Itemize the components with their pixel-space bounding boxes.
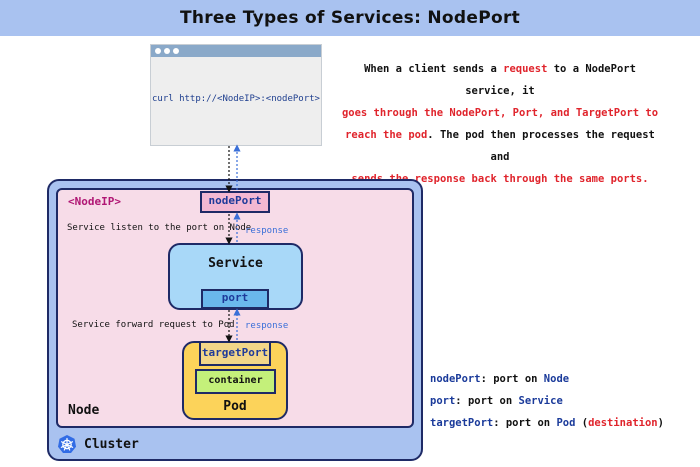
desc-highlight-reach-pod: reach the pod [345,129,428,141]
response-label-top: response [245,226,289,236]
desc-line1c: to a NodePort service, it [465,63,636,97]
legend-destination: destination [588,417,658,429]
legend-item-nodeport: nodePort: port on Node [430,373,569,385]
desc-line1a: When a client sends a [364,63,504,75]
legend-sep: : port on [480,373,544,385]
desc-line2: goes through the NodePort, Port, and Tar… [341,107,659,119]
desc-line3b: . The pod then processes the request and [427,129,655,163]
kubernetes-helm-icon [58,435,76,453]
port-box [201,289,269,309]
legend-sep: : port on [493,417,557,429]
legend-key: targetPort [430,417,494,429]
service-label: Service [208,256,263,271]
window-dot-icon [155,48,161,54]
page-title: Three Types of Services: NodePort [179,8,521,28]
pod-label: Pod [223,399,247,414]
header-bar [0,0,700,36]
nodeport-label: nodePort [208,194,262,207]
legend-target: Service [518,395,563,407]
description-text: When a client sends a request to a NodeP… [340,58,660,190]
port-label: port [221,291,249,304]
desc-highlight-request: request [503,63,548,75]
legend-key: nodePort [430,373,481,385]
container-label: container [208,375,263,386]
legend-item-port: port: port on Service [430,395,563,407]
browser-title-bar [151,45,321,57]
caption-service-listen: Service listen to the port on Node [67,223,252,233]
legend-paren-open: ( [575,417,589,429]
targetport-box [199,341,271,366]
legend-sep: : port on [455,395,519,407]
legend-target: Pod [556,417,576,429]
legend-target: Node [543,373,570,385]
window-dot-icon [173,48,179,54]
legend-key: port [430,395,456,407]
nodeport-box [200,191,270,213]
targetport-label: targetPort [201,346,269,359]
caption-service-forward: Service forward request to Pod [72,320,235,330]
nodeip-label: <NodeIP> [68,195,121,208]
legend-item-targetport: targetPort: port on Pod (destination) [430,417,664,429]
desc-line4: sends the response back through the same… [351,173,649,185]
cluster-label: Cluster [84,437,139,452]
response-label-bottom: response [245,321,289,331]
curl-command: curl http://<NodeIP>:<nodePort> [152,94,320,104]
window-dot-icon [164,48,170,54]
legend-paren-close: ) [657,417,664,429]
browser-window: curl http://<NodeIP>:<nodePort> [150,44,322,146]
container-box [195,369,276,394]
node-label: Node [68,403,100,418]
